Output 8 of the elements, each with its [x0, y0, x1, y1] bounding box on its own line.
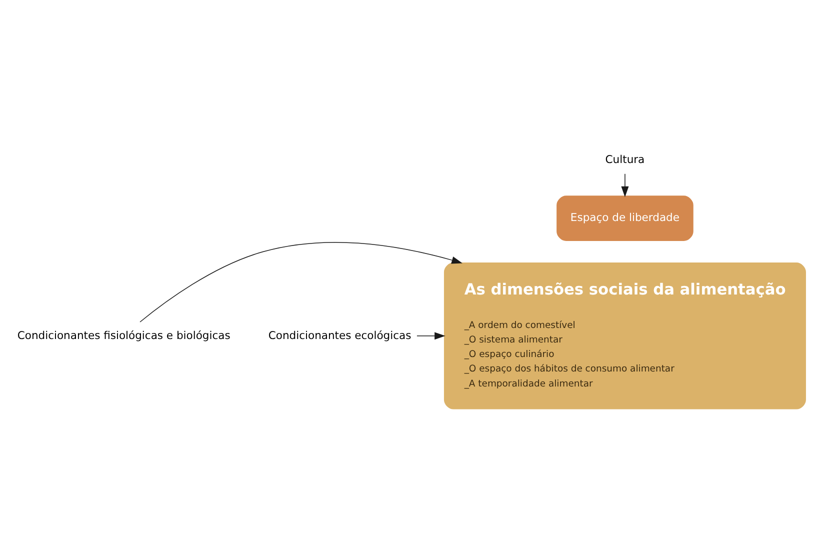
arrow: [416, 332, 446, 340]
node-text: Condicionantes ecológicas: [268, 328, 412, 342]
arrow: [140, 242, 462, 322]
node-box: As dimensões sociais da alimentação _A ordem do comestível _O sistema alimentar _O espaço culinário _O espaço dos hábitos de consumo alimentar _A temporalidade alimentar: [444, 262, 806, 409]
arrow: [621, 172, 629, 197]
node-text: Condicionantes fisiológicas e biológicas: [17, 328, 230, 342]
node-box: Espaço de liberdade: [556, 195, 694, 240]
node-text: Cultura: [605, 152, 645, 166]
